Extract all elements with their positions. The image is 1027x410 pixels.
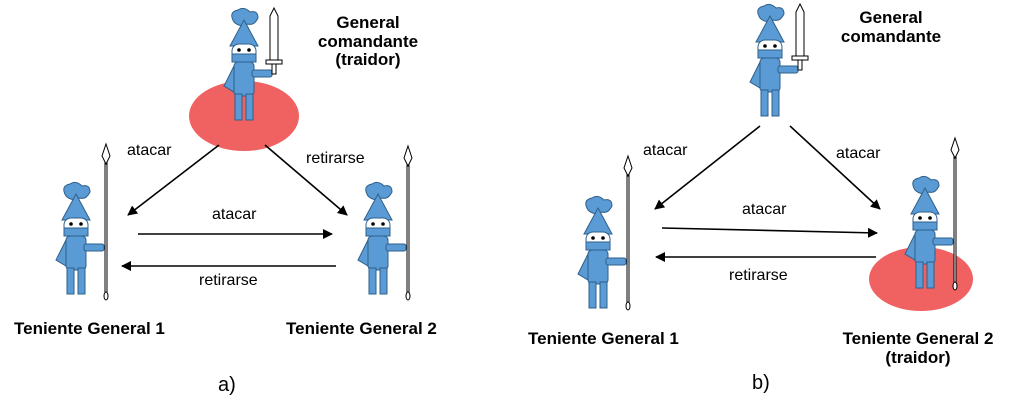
visor-icon [63,227,89,237]
msg-l1-to-l2-a: atacar [212,206,257,223]
cape-icon [357,239,369,267]
cape-icon [55,239,67,267]
msg-l2-to-l1-b: retirarse [729,267,788,284]
commander-label-b: General comandante [836,8,946,46]
leg-icon [926,261,935,289]
spear-butt-icon [405,291,411,301]
eye-icon [601,236,605,240]
arm-icon [251,69,273,78]
cape-icon [577,253,589,281]
arrow-commander-to-l1-a [127,144,220,216]
eye-icon [79,222,83,226]
lieutenant1-label-b: Teniente General 1 [528,329,679,348]
visor-icon [231,53,257,63]
eye-icon [371,222,375,226]
leg-icon [915,261,924,289]
eye-icon [69,222,73,226]
panel-a [55,6,413,301]
arrow-commander-to-l1-b [654,125,761,210]
panel-tag-a: a) [218,374,236,396]
leg-icon [599,281,608,309]
msg-l2-to-l1-a: retirarse [199,272,258,289]
commander-label-b-line2: comandante [840,26,942,46]
commander-label-a-line1: General [336,13,400,32]
leg-icon [234,93,243,121]
lieutenant2-label-b: Teniente General 2 (traidor) [833,329,1003,367]
arm-icon [83,243,105,252]
arrow-commander-to-l2-a [264,144,348,216]
arm-icon [777,65,799,74]
msg-commander-to-l1-b: atacar [643,142,688,159]
commander-label-a-line3: (traidor) [335,50,401,70]
commander-figure-b [749,2,809,117]
lieutenant2-label-b-line1: Teniente General 2 [842,329,994,348]
panel-b [577,2,973,311]
body-icon [759,57,781,93]
sword-icon [795,2,805,57]
lieutenant1-figure-a [55,142,111,301]
lieutenant1-figure-b [577,154,633,311]
spear-icon [403,144,413,168]
visor-icon [365,227,391,237]
msg-commander-to-l2-a: retirarse [306,150,365,167]
sword-guard-icon [791,55,809,61]
commander-label-a: General comandante (traidor) [313,13,423,70]
commander-figure-a [223,6,283,121]
visor-icon [757,49,783,59]
lieutenant1-label-a: Teniente General 1 [14,319,165,338]
leg-icon [379,267,388,295]
body-icon [65,235,87,271]
eye-icon [763,44,767,48]
visor-icon [912,221,938,231]
eye-icon [773,44,777,48]
sword-guard-icon [265,59,283,65]
lieutenant2-label-a: Teniente General 2 [286,319,437,338]
msg-l1-to-l2-b: atacar [742,201,787,218]
lieutenant2-figure-a [357,144,413,301]
body-icon [914,229,936,265]
leg-icon [760,89,769,117]
leg-icon [771,89,780,117]
eye-icon [918,216,922,220]
lieutenant2-figure-b [904,136,960,291]
visor-icon [585,241,611,251]
leg-icon [245,93,254,121]
spear-icon [101,142,111,166]
spear-icon [623,154,633,178]
eye-icon [591,236,595,240]
commander-label-b-line1: General [859,8,923,27]
leg-icon [77,267,86,295]
eye-icon [381,222,385,226]
leg-icon [66,267,75,295]
sword-hilt-icon [797,59,803,71]
arm-icon [605,257,627,266]
eye-icon [237,48,241,52]
msg-commander-to-l1-a: atacar [127,142,172,159]
commander-label-a-line2: comandante [317,31,419,51]
sword-icon [269,6,279,61]
sword-hilt-icon [271,63,277,75]
lieutenant2-label-b-line2: (traidor) [885,347,951,367]
spear-butt-icon [952,281,958,291]
body-icon [587,249,609,285]
arrow-l1-to-l2-b [661,227,878,238]
arm-icon [932,237,954,246]
traitor-highlight-commander-a [189,81,299,151]
panel-tag-b: b) [752,372,770,394]
spear-butt-icon [103,291,109,301]
cape-icon [749,61,761,89]
arrow-commander-to-l2-b [789,125,881,210]
leg-icon [368,267,377,295]
body-icon [233,61,255,97]
spear-butt-icon [625,301,631,311]
spear-icon [950,136,960,160]
body-icon [367,235,389,271]
arm-icon [385,243,407,252]
leg-icon [588,281,597,309]
eye-icon [247,48,251,52]
eye-icon [928,216,932,220]
msg-commander-to-l2-b: atacar [836,145,881,162]
